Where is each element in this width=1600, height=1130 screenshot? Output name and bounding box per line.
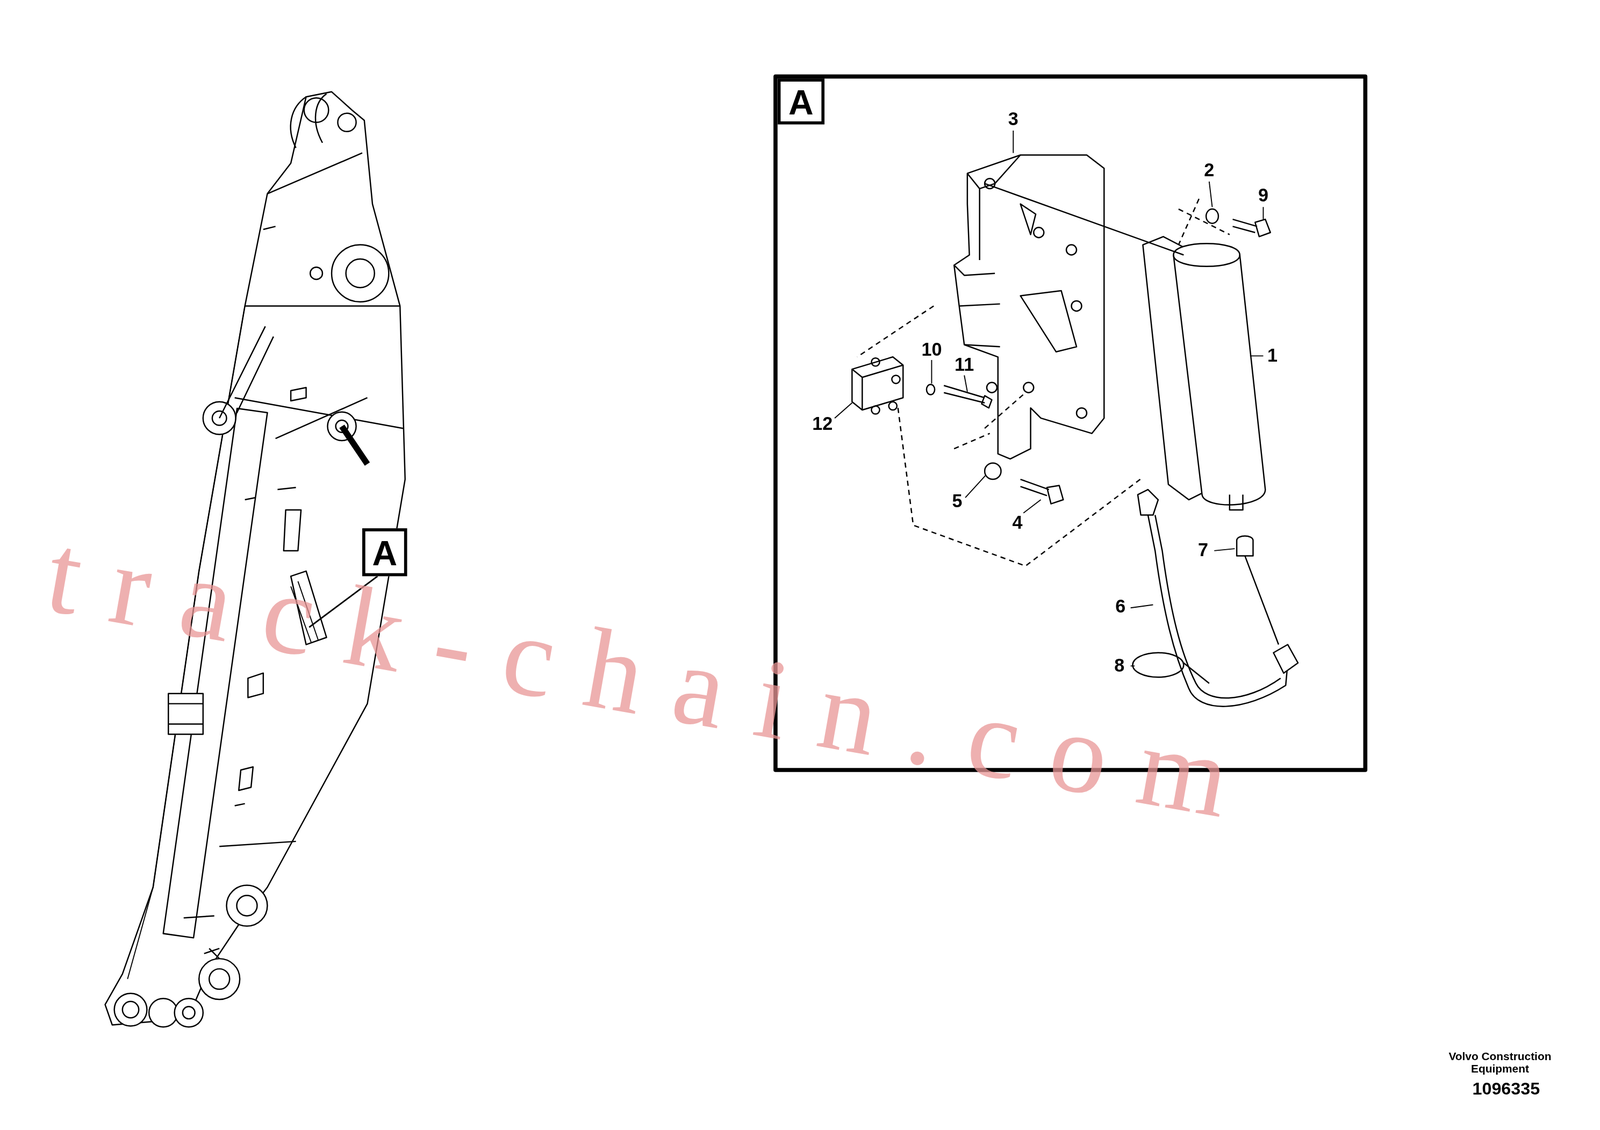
detail-drawing <box>851 154 1298 707</box>
callout-number: 2 <box>1203 160 1215 181</box>
callout-number: 3 <box>1008 109 1019 129</box>
callout-number: 6 <box>1115 597 1126 617</box>
publisher-name: Volvo Construction Equipment <box>1438 1051 1562 1075</box>
callout-number: 8 <box>1114 656 1125 676</box>
view-callout-box: A <box>362 528 408 577</box>
view-letter: A <box>788 84 814 120</box>
callout-number: 9 <box>1258 185 1269 206</box>
view-label-box: A <box>777 78 825 125</box>
leader-lines <box>834 130 1264 666</box>
callout-number: 1 <box>1267 346 1278 366</box>
drawing-number: 1096335 <box>1472 1080 1540 1099</box>
view-letter: A <box>371 535 398 571</box>
callout-number: 11 <box>954 355 974 376</box>
callout-number: 4 <box>1012 513 1023 534</box>
callout-number: 10 <box>921 340 942 360</box>
callout-number: 7 <box>1197 541 1209 561</box>
callout-number: 12 <box>812 414 833 435</box>
callout-number: 5 <box>951 492 963 512</box>
